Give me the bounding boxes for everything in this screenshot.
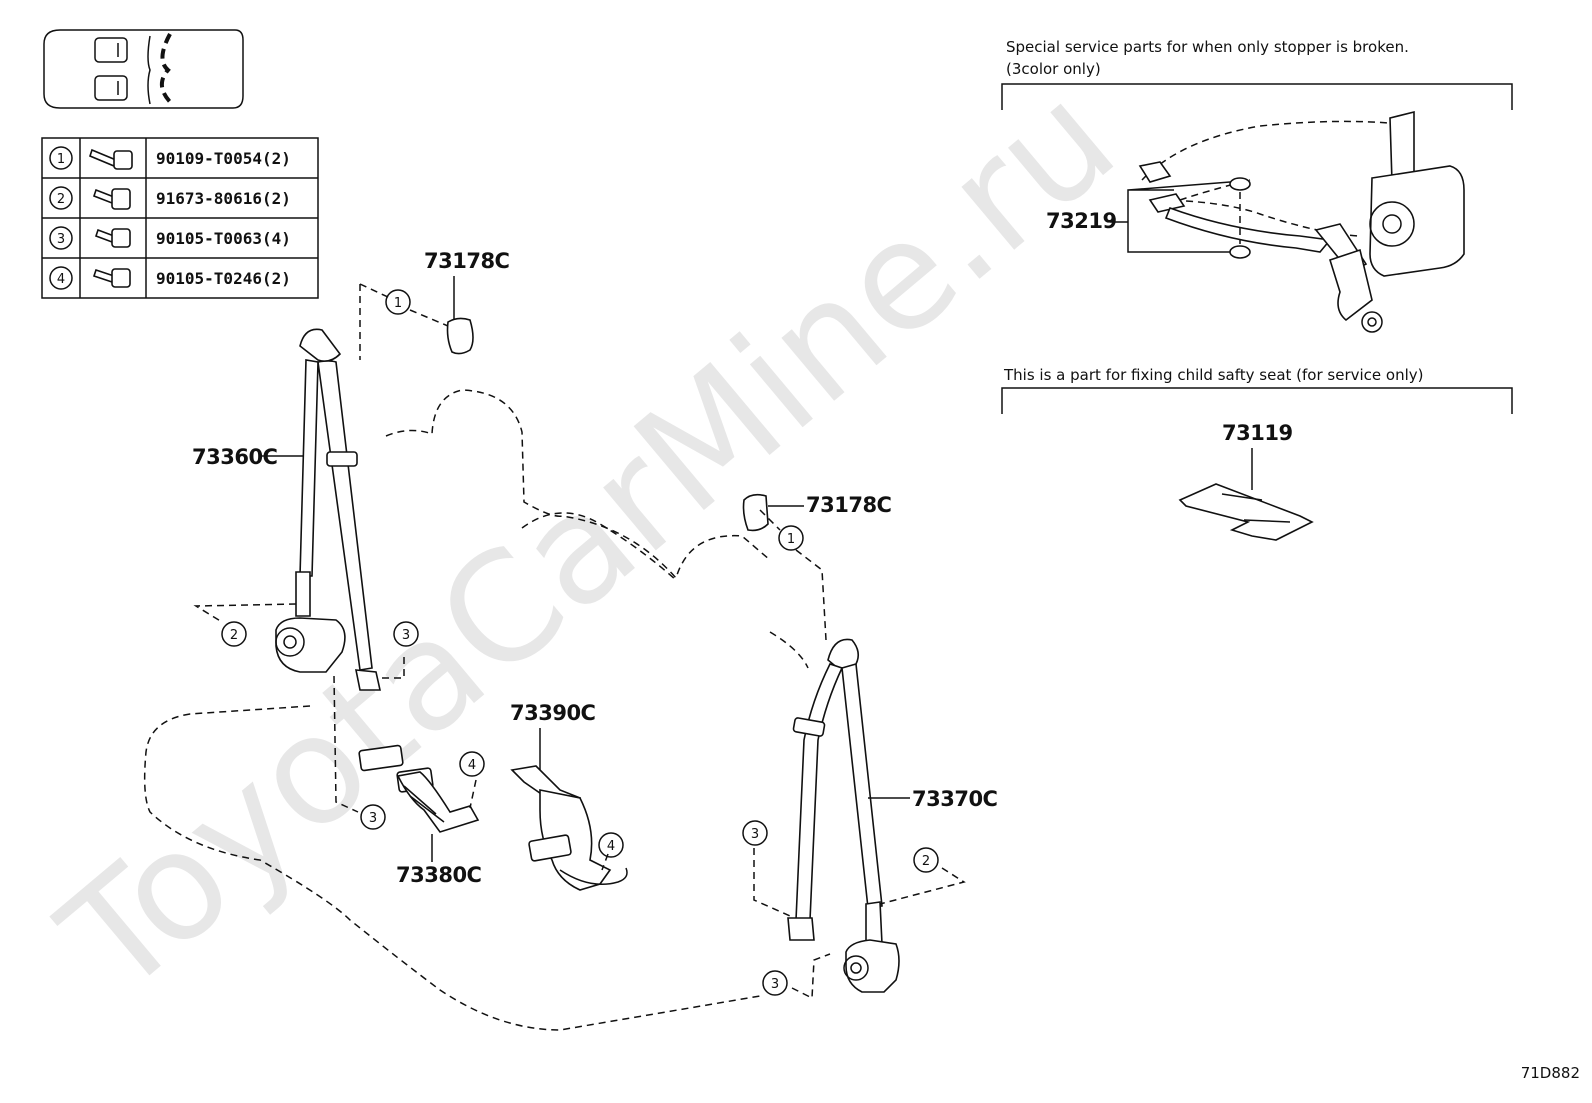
table-ref: 4: [57, 272, 65, 287]
svg-text:73380C: 73380C: [396, 863, 482, 887]
left-seat-belt-73360c: [275, 328, 381, 691]
callout-circle: [49, 186, 73, 210]
callout-circle: [49, 266, 73, 290]
child-seat-note: This is a part for fixing child safty se…: [1001, 366, 1513, 414]
svg-text:1: 1: [787, 532, 795, 547]
label-73219: 73219: [1046, 209, 1117, 233]
callout-3b: 3: [360, 804, 386, 830]
svg-text:(3color only): (3color only): [1006, 60, 1101, 78]
anchor-cover-73178c-top: [446, 317, 474, 355]
bolt-icon: [89, 148, 133, 170]
svg-text:73360C: 73360C: [192, 445, 278, 469]
anchor-cover-73178c-right: [742, 493, 769, 532]
table-row: 3 90105-T0063(4): [49, 226, 291, 250]
svg-text:3: 3: [771, 977, 779, 992]
diagram-code: 71D882: [1521, 1064, 1580, 1082]
table-part-number: 90109-T0054(2): [156, 149, 291, 168]
callout-1a: 1: [385, 289, 411, 315]
table-ref: 3: [57, 232, 65, 247]
callout-circle: [49, 146, 73, 170]
svg-text:3: 3: [369, 811, 377, 826]
stopper-service-note: Special service parts for when only stop…: [1001, 38, 1513, 110]
table-part-number: 90105-T0246(2): [156, 269, 291, 288]
buckle-73390c: [510, 765, 628, 891]
car-location-icon: [43, 29, 244, 109]
svg-text:Special service parts for when: Special service parts for when only stop…: [1006, 38, 1409, 56]
table-ref: 1: [57, 152, 65, 167]
svg-text:73370C: 73370C: [912, 787, 998, 811]
stopper-detail-73219: 73219: [1046, 110, 1465, 333]
bolt-icon: [92, 268, 131, 288]
label-73390c: 73390C: [510, 701, 596, 770]
bolt-icon: [93, 188, 131, 210]
svg-text:This is a part for fixing chil: This is a part for fixing child safty se…: [1003, 366, 1423, 384]
table-row: 4 90105-T0246(2): [49, 266, 291, 290]
callout-3c: 3: [742, 820, 768, 846]
svg-text:3: 3: [402, 628, 410, 643]
label-73380c: 73380C: [396, 834, 482, 887]
table-row: 2 91673-80616(2): [49, 186, 291, 210]
fastener-table: 1 90109-T0054(2) 2 91673-80616(2) 3 9010: [41, 137, 319, 299]
callout-circle: [49, 226, 73, 250]
table-ref: 2: [57, 192, 65, 207]
svg-text:4: 4: [607, 839, 615, 854]
svg-text:1: 1: [394, 296, 402, 311]
label-73370c: 73370C: [868, 787, 998, 811]
svg-text:3: 3: [751, 827, 759, 842]
bolt-icon: [94, 228, 131, 248]
callout-2a: 2: [221, 621, 247, 647]
right-seat-belt-73370c: [787, 638, 900, 993]
callout-2b: 2: [913, 847, 939, 873]
callout-1b: 1: [778, 525, 804, 551]
svg-text:73178C: 73178C: [424, 249, 510, 273]
callout-4b: 4: [598, 832, 624, 858]
table-part-number: 90105-T0063(4): [156, 229, 291, 248]
buckle-73380c: [358, 744, 480, 833]
table-row: 1 90109-T0054(2): [49, 146, 291, 170]
label-73119: 73119: [1222, 421, 1293, 445]
table-part-number: 91673-80616(2): [156, 189, 291, 208]
callout-4a: 4: [459, 751, 485, 777]
svg-text:4: 4: [468, 758, 476, 773]
seat-outline: [143, 389, 809, 1031]
label-73178c-right: 73178C: [768, 493, 892, 517]
child-seat-plate-73119: 73119: [1178, 421, 1314, 541]
callout-3d: 3: [762, 970, 788, 996]
svg-text:2: 2: [230, 628, 238, 643]
svg-text:73178C: 73178C: [806, 493, 892, 517]
fastener-leaders: [193, 283, 966, 1000]
svg-text:2: 2: [922, 854, 930, 869]
label-73178c-top: 73178C: [424, 249, 510, 320]
label-73360c: 73360C: [192, 445, 304, 469]
svg-text:73390C: 73390C: [510, 701, 596, 725]
callout-3a: 3: [393, 621, 419, 647]
